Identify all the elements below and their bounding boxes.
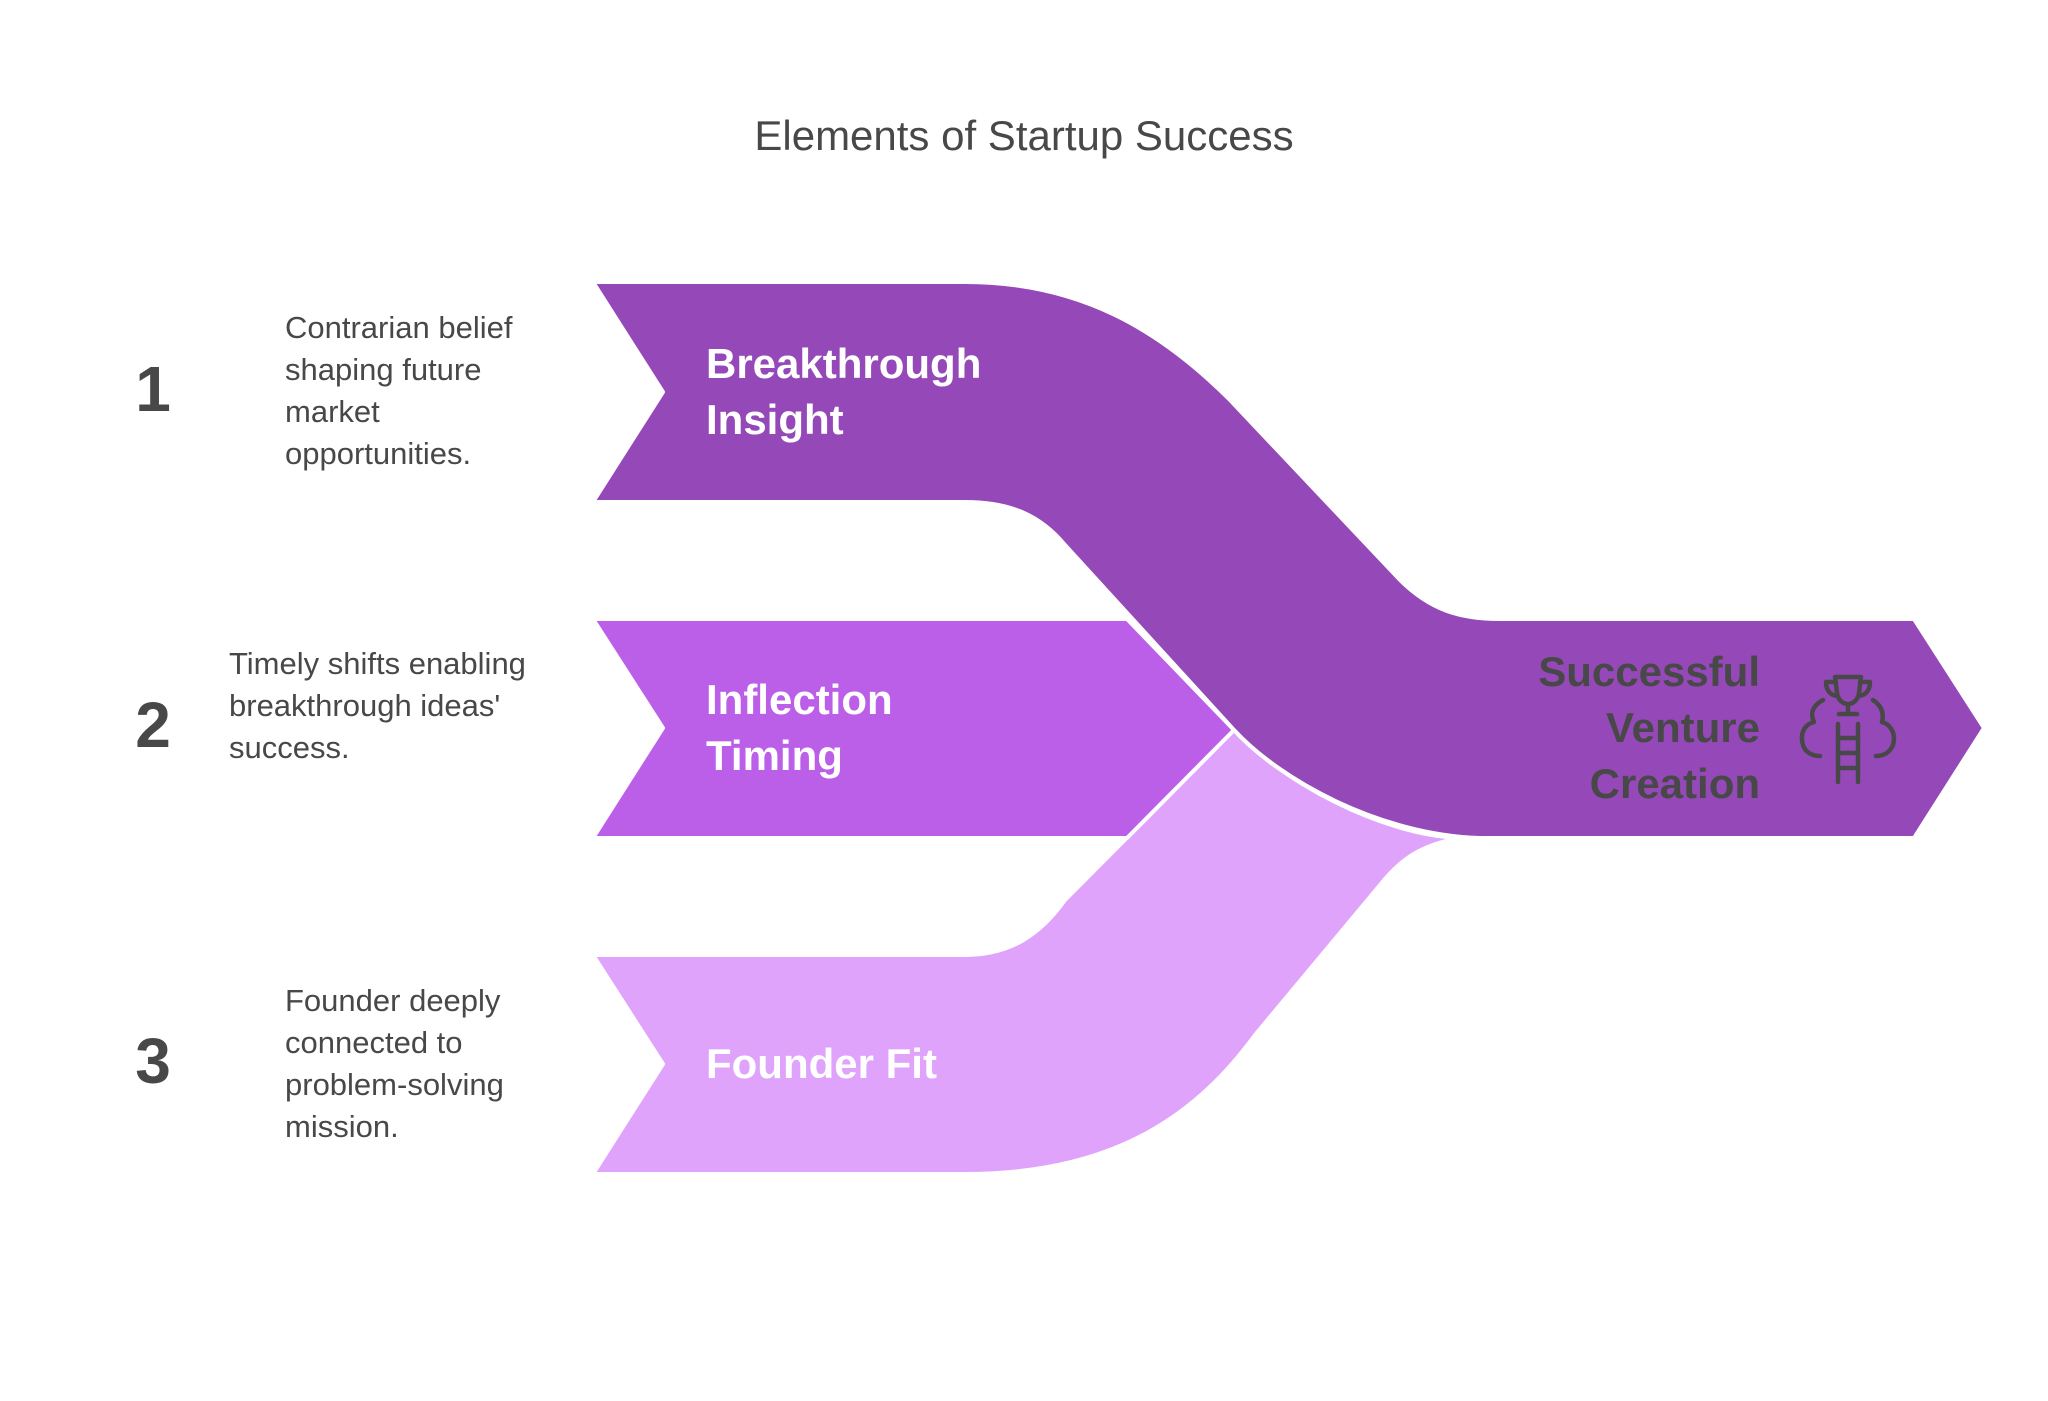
- band-label-3-line1: Founder Fit: [706, 1040, 937, 1087]
- step-number-2: 2: [135, 689, 171, 761]
- band-breakthrough-insight: [591, 280, 1986, 840]
- step-description-2: Timely shifts enabling breakthrough idea…: [229, 646, 526, 765]
- output-label-line3: Creation: [1589, 760, 1760, 807]
- band-label-2-line2: Timing: [706, 732, 843, 779]
- diagram-title: Elements of Startup Success: [754, 112, 1294, 159]
- band-label-1: Breakthrough Insight: [706, 336, 981, 448]
- output-label-line1: Successful: [1538, 648, 1760, 695]
- step-description-3: Founder deeply connected to problem-solv…: [285, 983, 504, 1144]
- step-number-1: 1: [135, 353, 171, 425]
- band-label-2-line1: Inflection: [706, 676, 893, 723]
- band-label-1-line1: Breakthrough: [706, 340, 982, 387]
- band-label-1-line2: Insight: [706, 396, 844, 443]
- band-inflection-timing: [591, 617, 1236, 840]
- step-description-1: Contrarian belief shaping future market …: [285, 310, 513, 471]
- step-number-3: 3: [135, 1025, 171, 1097]
- output-label-line2: Venture: [1605, 704, 1760, 751]
- band-label-3: Founder Fit: [706, 1036, 937, 1092]
- output-label: Successful Venture Creation: [1400, 644, 1760, 812]
- band-label-2: Inflection Timing: [706, 672, 893, 784]
- trophy-ladder-icon: [1799, 674, 1897, 785]
